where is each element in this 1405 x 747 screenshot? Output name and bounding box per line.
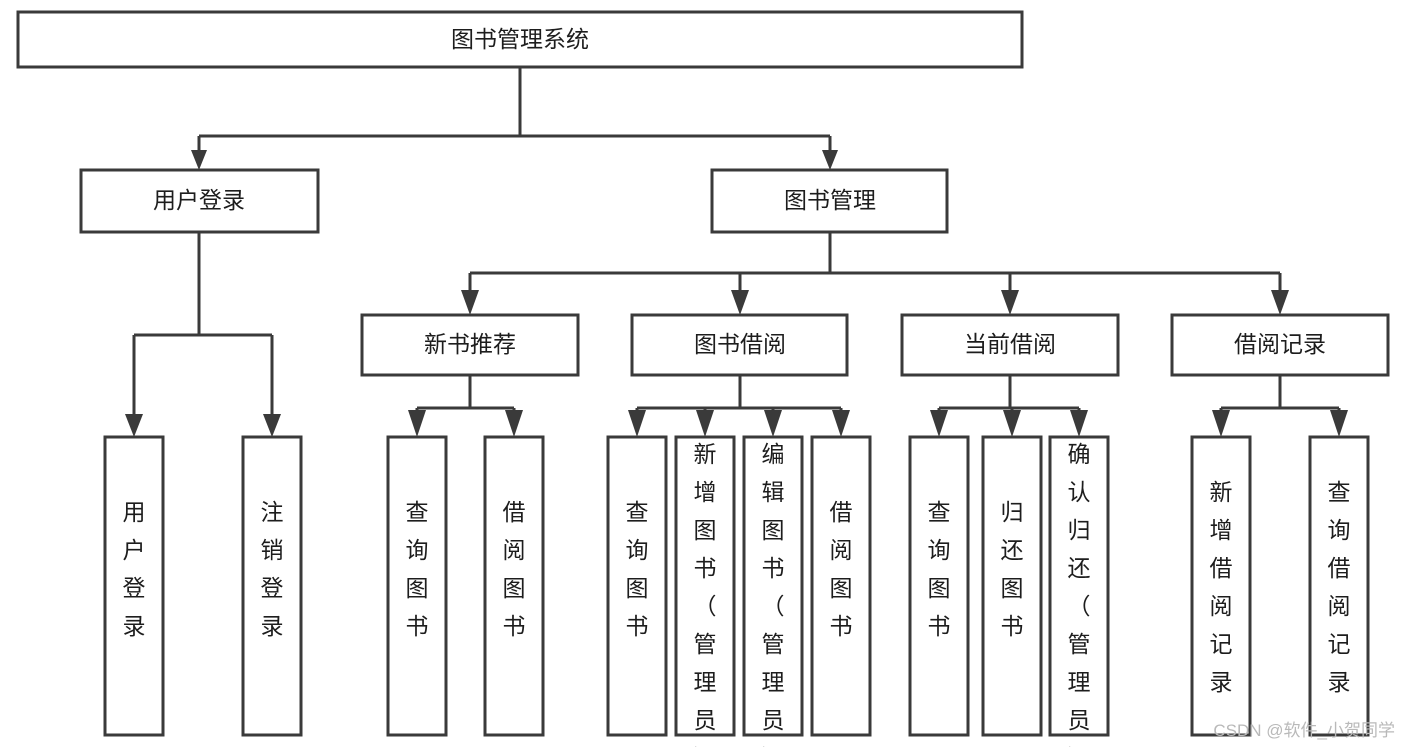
node-leaf-edit-book[interactable]: 编辑图书（管理员） bbox=[742, 435, 804, 747]
node-book-borrow[interactable]: 图书借阅 bbox=[630, 313, 849, 377]
node-current-borrow-label: 当前借阅 bbox=[964, 331, 1056, 357]
node-leaf-edit-book-label: 编辑图书（管理员） bbox=[762, 441, 785, 747]
arrow-head-borrow-record bbox=[1271, 290, 1289, 315]
node-book-manage-label: 图书管理 bbox=[784, 187, 876, 213]
arrow-head-leaf-query-book-3 bbox=[930, 410, 948, 437]
arrow-head-leaf-confirm-return bbox=[1070, 410, 1088, 437]
node-leaf-confirm-return[interactable]: 确认归还（管理员） bbox=[1048, 435, 1110, 747]
arrow-head-book-manage bbox=[822, 150, 838, 170]
arrow-head-leaf-query-record bbox=[1330, 410, 1348, 437]
node-leaf-query-book-3-label: 查询图书 bbox=[928, 499, 951, 639]
node-new-book-recommend[interactable]: 新书推荐 bbox=[360, 313, 580, 377]
node-leaf-query-book-3[interactable]: 查询图书 bbox=[908, 435, 970, 737]
node-leaf-query-book-2[interactable]: 查询图书 bbox=[606, 435, 668, 737]
connector-layer bbox=[125, 67, 1348, 437]
arrow-head-leaf-return-book bbox=[1003, 410, 1021, 437]
node-leaf-borrow-book-1-label: 借阅图书 bbox=[503, 499, 526, 639]
node-root-label: 图书管理系统 bbox=[451, 26, 589, 52]
arrow-head-user-login bbox=[191, 150, 207, 170]
node-leaf-borrow-book-2[interactable]: 借阅图书 bbox=[810, 435, 872, 737]
node-leaf-add-record-label: 新增借阅记录 bbox=[1210, 479, 1233, 695]
node-leaf-add-record[interactable]: 新增借阅记录 bbox=[1190, 435, 1252, 737]
node-leaf-query-record[interactable]: 查询借阅记录 bbox=[1308, 435, 1370, 737]
node-user-login[interactable]: 用户登录 bbox=[79, 168, 320, 234]
arrow-head-current-borrow bbox=[1001, 290, 1019, 315]
node-layer: 图书管理系统 用户登录 图书管理 新书推荐 图书借阅 当前 bbox=[16, 10, 1390, 747]
arrow-head-leaf-borrow-book-2 bbox=[832, 410, 850, 437]
node-leaf-user-login-label: 用户登录 bbox=[123, 499, 146, 639]
arrow-head-leaf-user-login bbox=[125, 414, 143, 437]
node-borrow-record-label: 借阅记录 bbox=[1234, 331, 1326, 357]
node-current-borrow[interactable]: 当前借阅 bbox=[900, 313, 1120, 377]
arrow-head-leaf-logout bbox=[263, 414, 281, 437]
arrow-head-leaf-query-book-2 bbox=[628, 410, 646, 437]
node-root[interactable]: 图书管理系统 bbox=[16, 10, 1024, 69]
arrow-head-leaf-edit-book bbox=[764, 410, 782, 437]
node-leaf-user-login[interactable]: 用户登录 bbox=[103, 435, 165, 737]
node-leaf-logout-label: 注销登录 bbox=[261, 499, 284, 639]
arrow-head-leaf-borrow-book-1 bbox=[505, 410, 523, 437]
node-leaf-add-book-label: 新增图书（管理员） bbox=[694, 441, 717, 747]
node-user-login-label: 用户登录 bbox=[153, 187, 245, 213]
node-leaf-query-book-1-label: 查询图书 bbox=[406, 499, 429, 639]
node-borrow-record[interactable]: 借阅记录 bbox=[1170, 313, 1390, 377]
csdn-watermark: CSDN @软件_小贺同学 bbox=[1213, 721, 1395, 740]
arrow-head-leaf-query-book-1 bbox=[408, 410, 426, 437]
node-leaf-return-book[interactable]: 归还图书 bbox=[981, 435, 1043, 737]
node-leaf-query-book-1[interactable]: 查询图书 bbox=[386, 435, 448, 737]
node-leaf-query-book-2-label: 查询图书 bbox=[626, 499, 649, 639]
node-new-book-recommend-label: 新书推荐 bbox=[424, 331, 516, 357]
node-leaf-return-book-label: 归还图书 bbox=[1001, 499, 1024, 639]
node-leaf-query-record-label: 查询借阅记录 bbox=[1328, 479, 1351, 695]
node-leaf-add-book[interactable]: 新增图书（管理员） bbox=[674, 435, 736, 747]
node-book-manage[interactable]: 图书管理 bbox=[710, 168, 949, 234]
arrow-head-new-book-recommend bbox=[461, 290, 479, 315]
node-leaf-borrow-book-1[interactable]: 借阅图书 bbox=[483, 435, 545, 737]
node-book-borrow-label: 图书借阅 bbox=[694, 331, 786, 357]
arrow-head-leaf-add-book bbox=[696, 410, 714, 437]
node-leaf-logout[interactable]: 注销登录 bbox=[241, 435, 303, 737]
node-leaf-borrow-book-2-label: 借阅图书 bbox=[830, 499, 853, 639]
arrow-head-leaf-add-record bbox=[1212, 410, 1230, 437]
arrow-head-book-borrow bbox=[731, 290, 749, 315]
node-leaf-confirm-return-label: 确认归还（管理员） bbox=[1068, 441, 1091, 747]
